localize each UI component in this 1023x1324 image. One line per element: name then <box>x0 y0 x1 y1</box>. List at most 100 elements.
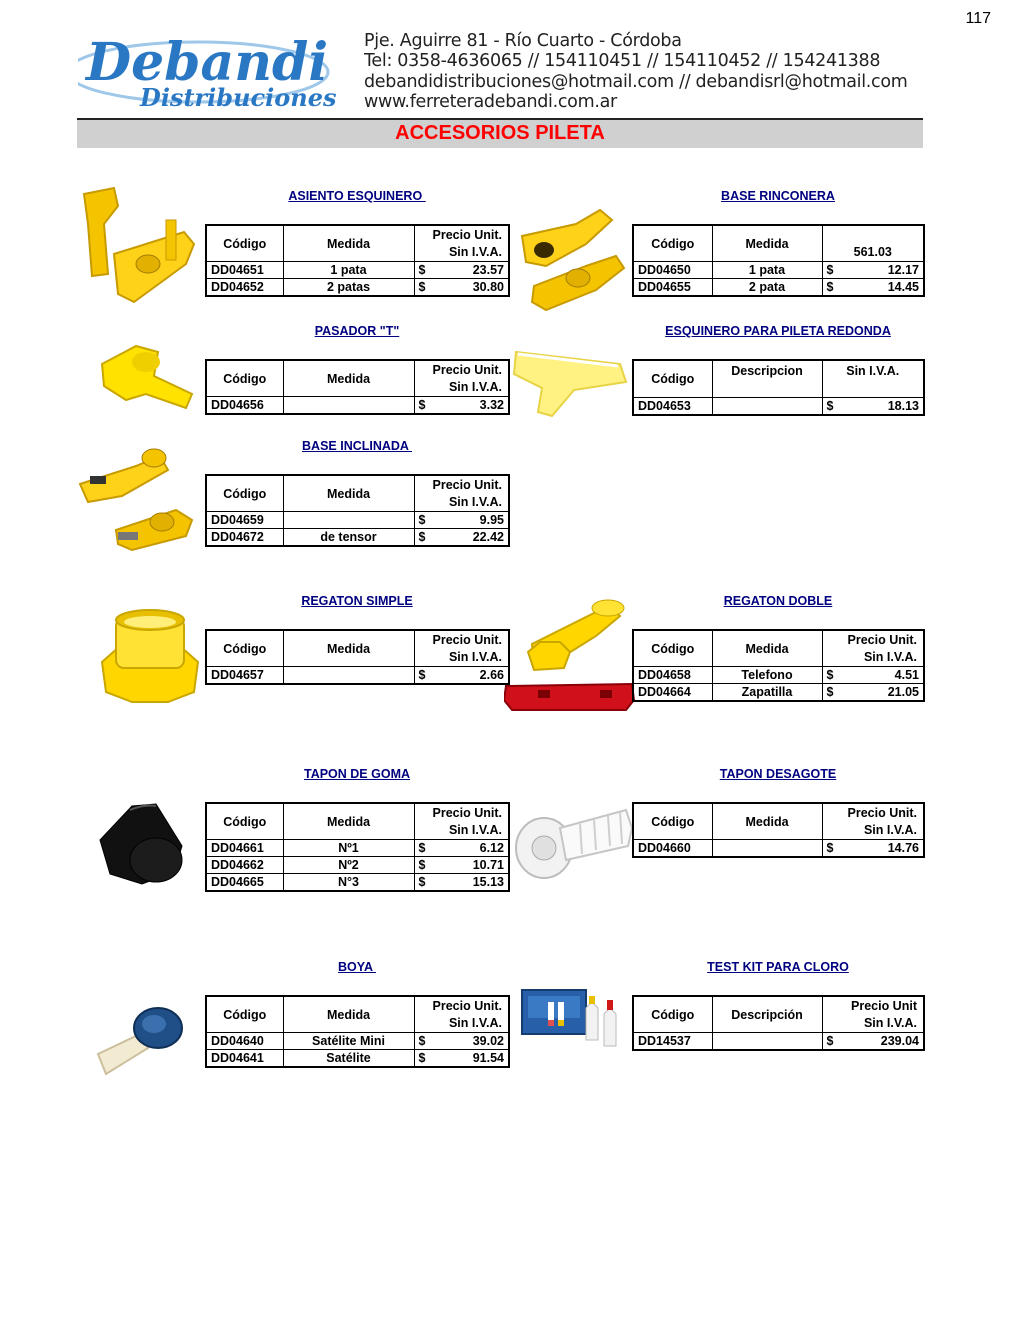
tapon-goma-image <box>99 803 183 885</box>
header-measure: Medida <box>711 629 823 667</box>
cell-price: $39.02 <box>413 1032 510 1050</box>
header-price: 561.03 <box>821 224 925 262</box>
cell-code: DD04664 <box>632 683 713 702</box>
product-title-base-inclinada[interactable]: BASE INCLINADA <box>302 439 412 453</box>
table-esquinero-redonda: Código Descripcion Sin I.V.A. DD04653 $1… <box>632 359 925 416</box>
header-measure: Medida <box>282 224 415 262</box>
cell-measure <box>282 396 415 415</box>
base-inclinada-image <box>78 448 194 552</box>
cell-price: $22.42 <box>413 528 510 547</box>
cell-measure: de tensor <box>282 528 415 547</box>
header-price: Precio Unit.Sin I.V.A. <box>413 474 510 512</box>
table-row: DD14537 $239.04 <box>632 1032 925 1051</box>
cell-code: DD04657 <box>205 666 284 685</box>
product-title-test-kit[interactable]: TEST KIT PARA CLORO <box>707 960 849 974</box>
cell-code: DD04665 <box>205 873 284 892</box>
header-code: Código <box>205 359 284 397</box>
header-price: Precio Unit.Sin I.V.A. <box>413 359 510 397</box>
table-row: DD04655 2 pata $14.45 <box>632 278 925 297</box>
table-row: DD04656 $3.32 <box>205 396 510 415</box>
cell-measure <box>711 839 823 858</box>
cell-price: $239.04 <box>821 1032 925 1051</box>
cell-code: DD04659 <box>205 511 284 529</box>
header-measure: Medida <box>711 802 823 840</box>
cell-measure: 1 pata <box>711 261 823 279</box>
cell-price: $15.13 <box>413 873 510 892</box>
cell-code: DD04651 <box>205 261 284 279</box>
svg-text:Distribuciones: Distribuciones <box>139 83 337 112</box>
header-code: Código <box>632 995 713 1033</box>
product-title-base-rinconera[interactable]: BASE RINCONERA <box>721 189 835 203</box>
cell-code: DD04658 <box>632 666 713 684</box>
cell-measure: N°3 <box>282 873 415 892</box>
regaton-simple-image <box>100 609 200 703</box>
table-row: DD04657 $2.66 <box>205 666 510 685</box>
header-price: Precio Unit.Sin I.V.A. <box>413 224 510 262</box>
header-code: Código <box>632 802 713 840</box>
product-title-boya[interactable]: BOYA <box>338 960 376 974</box>
header-measure: Medida <box>711 224 823 262</box>
table-tapon-desagote: Código Medida Precio Unit.Sin I.V.A. DD0… <box>632 802 925 858</box>
table-regaton-doble: Código Medida Precio Unit.Sin I.V.A. DD0… <box>632 629 925 702</box>
header-measure: Medida <box>282 359 415 397</box>
boya-image <box>96 1007 183 1076</box>
table-row: DD04665 N°3 $15.13 <box>205 873 510 892</box>
table-row: DD04652 2 patas $30.80 <box>205 278 510 297</box>
table-row: DD04641 Satélite $91.54 <box>205 1049 510 1068</box>
table-row: DD04661 Nº1 $6.12 <box>205 839 510 857</box>
cell-price: $18.13 <box>821 397 925 416</box>
cell-price: $91.54 <box>413 1049 510 1068</box>
cell-measure: 2 patas <box>282 278 415 297</box>
cell-code: DD04650 <box>632 261 713 279</box>
header-code: Código <box>205 224 284 262</box>
product-title-tapon-desagote[interactable]: TAPON DESAGOTE <box>719 767 837 781</box>
header-price: Precio Unit.Sin I.V.A. <box>821 629 925 667</box>
product-title-esquinero-redonda[interactable]: ESQUINERO PARA PILETA REDONDA <box>665 324 891 338</box>
header-code: Código <box>205 629 284 667</box>
product-title-asiento-esquinero[interactable]: ASIENTO ESQUINERO <box>288 189 426 203</box>
table-regaton-simple: Código Medida Precio Unit.Sin I.V.A. DD0… <box>205 629 510 685</box>
emails-line[interactable]: debandidistribuciones@hotmail.com // deb… <box>364 72 908 92</box>
cell-measure <box>282 511 415 529</box>
product-title-pasador-t[interactable]: PASADOR "T" <box>314 324 400 338</box>
company-logo: Debandi Distribuciones <box>78 32 337 112</box>
cell-price: $10.71 <box>413 856 510 874</box>
section-title: ACCESORIOS PILETA <box>395 122 605 144</box>
header-measure: Medida <box>282 995 415 1033</box>
header-code: Código <box>632 629 713 667</box>
cell-measure: 2 pata <box>711 278 823 297</box>
product-title-tapon-goma[interactable]: TAPON DE GOMA <box>303 767 411 781</box>
cell-code: DD04662 <box>205 856 284 874</box>
cell-price: $12.17 <box>821 261 925 279</box>
header-price: Precio Unit.Sin I.V.A. <box>413 629 510 667</box>
cell-code: DD04655 <box>632 278 713 297</box>
asiento-esquinero-image <box>82 186 196 304</box>
cell-price: $21.05 <box>821 683 925 702</box>
table-row: DD04650 1 pata $12.17 <box>632 261 925 279</box>
header-code: Código <box>632 224 713 262</box>
table-row: DD04659 $9.95 <box>205 511 510 529</box>
cell-code: DD04661 <box>205 839 284 857</box>
table-boya: Código Medida Precio Unit.Sin I.V.A. DD0… <box>205 995 510 1068</box>
table-row: DD04664 Zapatilla $21.05 <box>632 683 925 702</box>
tapon-desagote-image <box>515 808 634 879</box>
product-title-regaton-doble[interactable]: REGATON DOBLE <box>723 594 833 608</box>
product-title-regaton-simple[interactable]: REGATON SIMPLE <box>301 594 413 608</box>
website-line[interactable]: www.ferreteradebandi.com.ar <box>364 92 617 112</box>
page-number: 117 <box>965 10 991 27</box>
cell-price: $9.95 <box>413 511 510 529</box>
table-base-inclinada: Código Medida Precio Unit.Sin I.V.A. DD0… <box>205 474 510 547</box>
table-pasador-t: Código Medida Precio Unit.Sin I.V.A. DD0… <box>205 359 510 415</box>
cell-measure: Zapatilla <box>711 683 823 702</box>
header-price: Precio Unit.Sin I.V.A. <box>413 995 510 1033</box>
table-base-rinconera: Código Medida 561.03 DD04650 1 pata $12.… <box>632 224 925 297</box>
cell-code: DD04656 <box>205 396 284 415</box>
section-banner: ACCESORIOS PILETA <box>77 118 923 148</box>
table-row: DD04672 de tensor $22.42 <box>205 528 510 547</box>
header-code: Código <box>632 359 713 398</box>
regaton-doble-image <box>504 599 636 711</box>
header-price: Sin I.V.A. <box>821 359 925 398</box>
cell-measure: Nº1 <box>282 839 415 857</box>
